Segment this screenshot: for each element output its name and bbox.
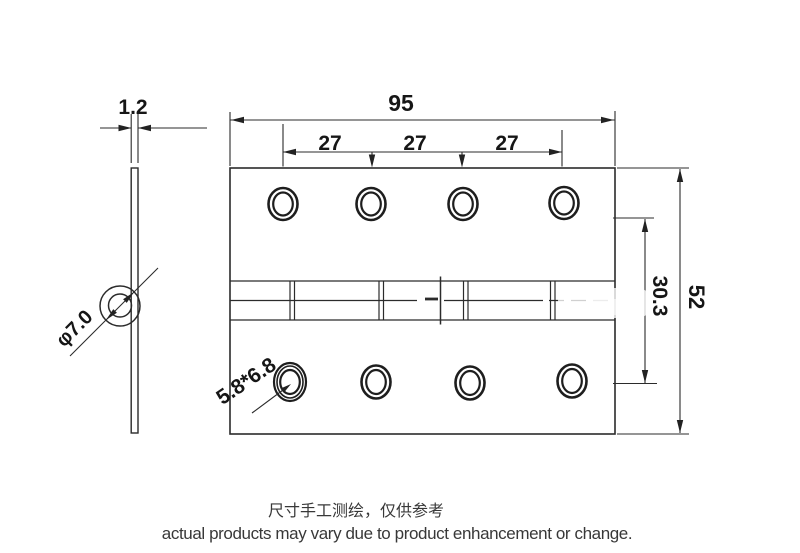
screw-holes-bottom-row [272, 361, 588, 403]
overall-height-label: 52 [684, 285, 709, 309]
arrowhead [676, 169, 684, 182]
hole-row-span-label: 30.3 [648, 276, 671, 317]
arrowhead [641, 370, 649, 383]
arrowhead [138, 124, 151, 132]
arrowhead [105, 309, 117, 321]
knuckle-diameter-label: φ7.0 [52, 306, 97, 351]
screw-hole [355, 186, 387, 222]
screw-hole [454, 365, 486, 401]
arrowhead [123, 291, 135, 303]
knuckle-barrel-inner-circle [107, 293, 133, 318]
screw-hole [548, 185, 580, 221]
side-view: φ7.0 1.2 [52, 96, 207, 434]
hinge-leaf-edge [130, 167, 139, 434]
screw-hole-inner [561, 367, 583, 395]
arrowhead [458, 154, 466, 168]
screw-hole-labeled-mid [276, 365, 304, 399]
arrowhead [118, 124, 132, 132]
arrowhead [549, 148, 562, 156]
screw-hole [267, 186, 299, 222]
hole-spacing-label-3: 27 [495, 132, 518, 155]
arrowhead [601, 116, 614, 124]
knuckle-band [230, 276, 615, 325]
note-line-en: actual products may vary due to product … [162, 524, 632, 543]
note-line-zh: 尺寸手工测绘，仅供参考 [268, 502, 444, 520]
dimension-overall-width: 95 [229, 90, 616, 166]
arrowhead [368, 154, 376, 168]
overall-width-label: 95 [388, 90, 414, 116]
arrowhead [283, 148, 296, 156]
arrowhead [641, 219, 649, 232]
dimension-thickness: 1.2 [100, 96, 207, 163]
hole-spacing-label-1: 27 [318, 132, 341, 155]
knuckle-joint-lines [289, 276, 556, 325]
thickness-label: 1.2 [118, 96, 147, 119]
hole-spacing-label-2: 27 [403, 132, 426, 155]
screw-hole [360, 364, 392, 400]
screw-hole-inner [272, 191, 294, 217]
screw-hole-labeled [272, 361, 308, 403]
watermark-smudge [558, 288, 650, 318]
arrowhead [231, 116, 244, 124]
screw-hole-inner [365, 368, 387, 396]
dimension-overall-height: 52 [617, 167, 709, 435]
screw-holes-top-row [267, 185, 580, 222]
screw-hole-inner [553, 190, 575, 216]
front-view: 95 27 27 27 30.3 [212, 90, 709, 435]
screw-hole-inner [360, 191, 382, 217]
dimension-hole-spacing: 27 27 27 [282, 124, 563, 168]
arrowhead [280, 384, 291, 393]
dimension-knuckle-diameter: φ7.0 [52, 267, 159, 357]
screw-hole [447, 186, 479, 222]
screw-hole [556, 363, 588, 399]
knuckle-barrel-outer-circle [99, 285, 141, 327]
hole-size-label: 5.8*6.8 [212, 353, 280, 409]
footer-notes: 尺寸手工测绘，仅供参考 actual products may vary due… [162, 502, 633, 543]
screw-hole-inner [459, 369, 481, 397]
screw-hole-inner [452, 191, 474, 217]
arrowhead [676, 420, 684, 433]
screw-hole-labeled-inner [279, 368, 301, 396]
